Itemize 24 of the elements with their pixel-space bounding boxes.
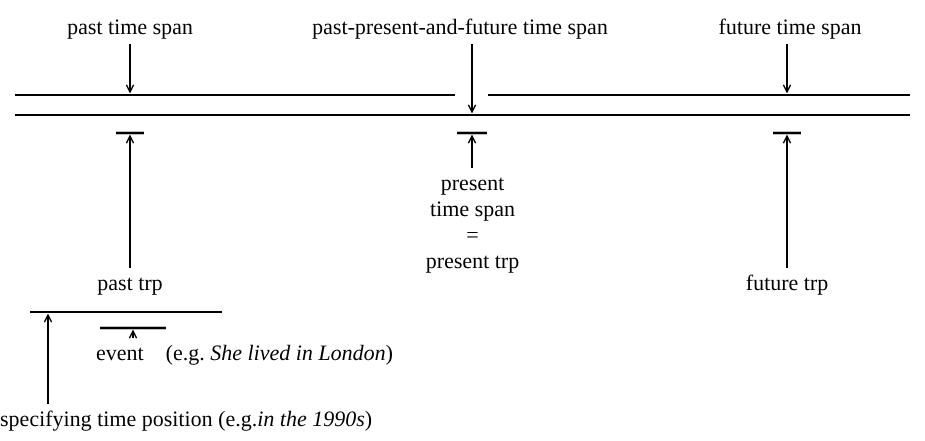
short-bar xyxy=(116,130,144,136)
short-bar xyxy=(100,325,166,331)
short-bar xyxy=(773,130,801,136)
text-label: event xyxy=(96,340,144,365)
short-bar xyxy=(457,130,487,136)
text-label: future trp xyxy=(722,270,852,298)
arrow xyxy=(468,44,476,113)
arrow xyxy=(44,314,52,404)
time-line xyxy=(30,309,222,315)
text-label: past-present-and-future time span xyxy=(250,14,670,42)
arrow xyxy=(468,135,476,168)
arrow xyxy=(126,44,134,93)
text-label: present time span = present trp xyxy=(400,170,545,276)
text-label: future time span xyxy=(690,14,890,42)
time-line xyxy=(15,92,910,98)
text-label: past time span xyxy=(30,14,230,42)
example-text: (e.g. She lived in London) xyxy=(166,340,393,365)
text-label: past trp xyxy=(65,270,195,298)
time-line xyxy=(15,112,910,118)
arrow xyxy=(126,135,134,268)
arrow xyxy=(128,330,138,339)
text-label: specifying time position (e.g.in the 1990s) xyxy=(0,406,420,434)
arrow xyxy=(782,44,792,93)
arrow xyxy=(782,135,792,268)
